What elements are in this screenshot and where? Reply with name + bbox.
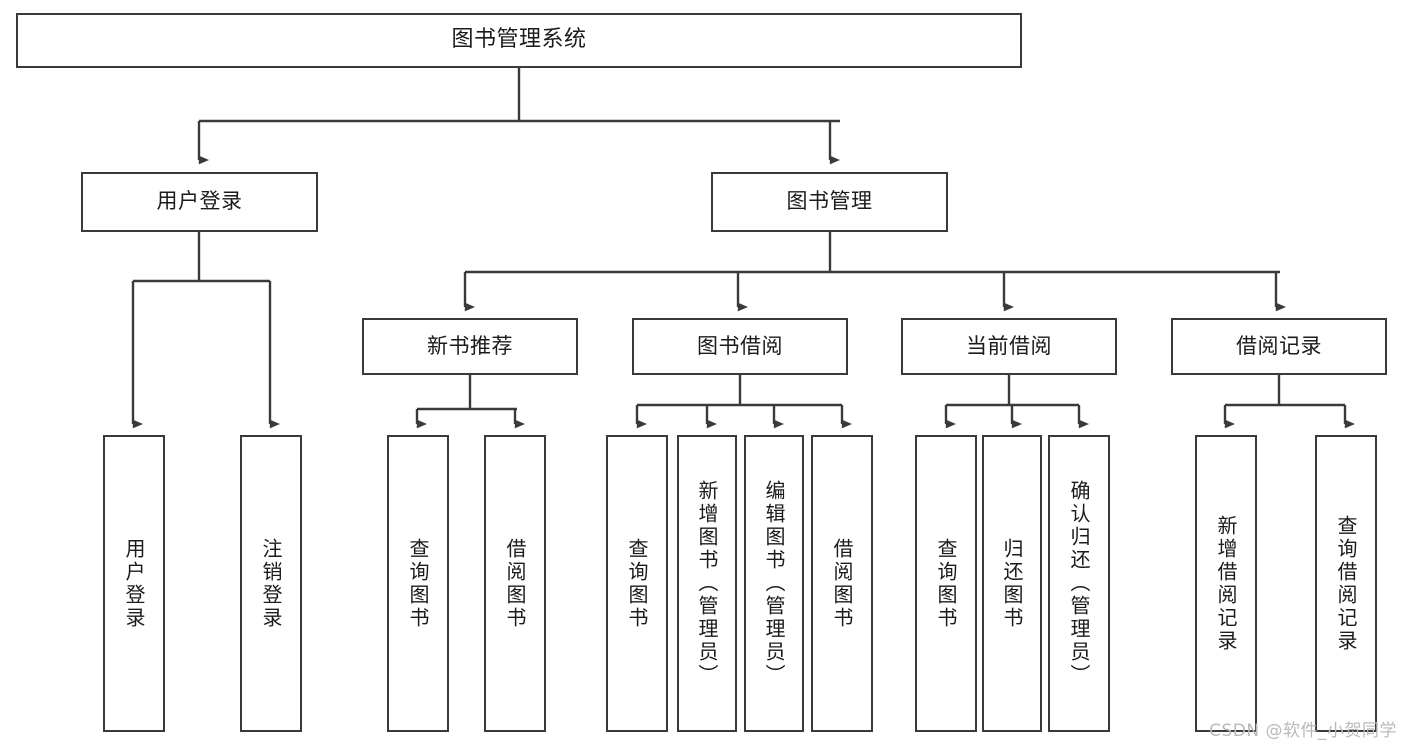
leaf-borrow-book[interactable]: 借阅图书 bbox=[811, 435, 873, 732]
node-label: 确认归还（管理员） bbox=[1067, 480, 1091, 687]
node-new-book-recommend[interactable]: 新书推荐 bbox=[362, 318, 578, 375]
node-label: 新增借阅记录 bbox=[1214, 514, 1238, 653]
leaf-query-book-borrow[interactable]: 查询图书 bbox=[606, 435, 668, 732]
node-label: 图书管理 bbox=[786, 189, 873, 214]
leaf-logout[interactable]: 注销登录 bbox=[240, 435, 302, 732]
leaf-query-borrow-record[interactable]: 查询借阅记录 bbox=[1315, 435, 1377, 732]
leaf-edit-book-admin[interactable]: 编辑图书（管理员） bbox=[744, 435, 804, 732]
leaf-add-book-admin[interactable]: 新增图书（管理员） bbox=[677, 435, 737, 732]
node-label: 借阅记录 bbox=[1236, 333, 1322, 358]
leaf-query-book-current[interactable]: 查询图书 bbox=[915, 435, 977, 732]
node-label: 新书推荐 bbox=[427, 333, 513, 358]
node-label: 借阅图书 bbox=[503, 537, 527, 630]
leaf-return-book[interactable]: 归还图书 bbox=[982, 435, 1042, 732]
node-borrow-record[interactable]: 借阅记录 bbox=[1171, 318, 1387, 375]
node-label: 查询图书 bbox=[406, 537, 430, 630]
node-label: 图书借阅 bbox=[697, 333, 783, 358]
node-label: 当前借阅 bbox=[966, 333, 1052, 358]
node-user-login[interactable]: 用户登录 bbox=[81, 172, 318, 232]
node-label: 用户登录 bbox=[156, 189, 243, 214]
node-label: 借阅图书 bbox=[830, 537, 854, 630]
node-label: 注销登录 bbox=[259, 537, 283, 630]
node-label: 新增图书（管理员） bbox=[695, 480, 719, 687]
csdn-watermark: CSDN @软件_小贺同学 bbox=[1209, 721, 1397, 741]
node-current-borrow[interactable]: 当前借阅 bbox=[901, 318, 1117, 375]
leaf-borrow-book-recommend[interactable]: 借阅图书 bbox=[484, 435, 546, 732]
node-book-management[interactable]: 图书管理 bbox=[711, 172, 948, 232]
node-label: 查询图书 bbox=[625, 537, 649, 630]
node-label: 查询图书 bbox=[934, 537, 958, 630]
node-label: 归还图书 bbox=[1000, 537, 1024, 630]
node-root-book-management-system[interactable]: 图书管理系统 bbox=[16, 13, 1022, 68]
leaf-user-login[interactable]: 用户登录 bbox=[103, 435, 165, 732]
leaf-add-borrow-record[interactable]: 新增借阅记录 bbox=[1195, 435, 1257, 732]
leaf-confirm-return-admin[interactable]: 确认归还（管理员） bbox=[1048, 435, 1110, 732]
leaf-query-book-recommend[interactable]: 查询图书 bbox=[387, 435, 449, 732]
node-label: 查询借阅记录 bbox=[1334, 514, 1358, 653]
node-label: 用户登录 bbox=[122, 537, 146, 630]
node-label: 图书管理系统 bbox=[451, 27, 587, 53]
node-label: 编辑图书（管理员） bbox=[762, 480, 786, 687]
node-book-borrow[interactable]: 图书借阅 bbox=[632, 318, 848, 375]
